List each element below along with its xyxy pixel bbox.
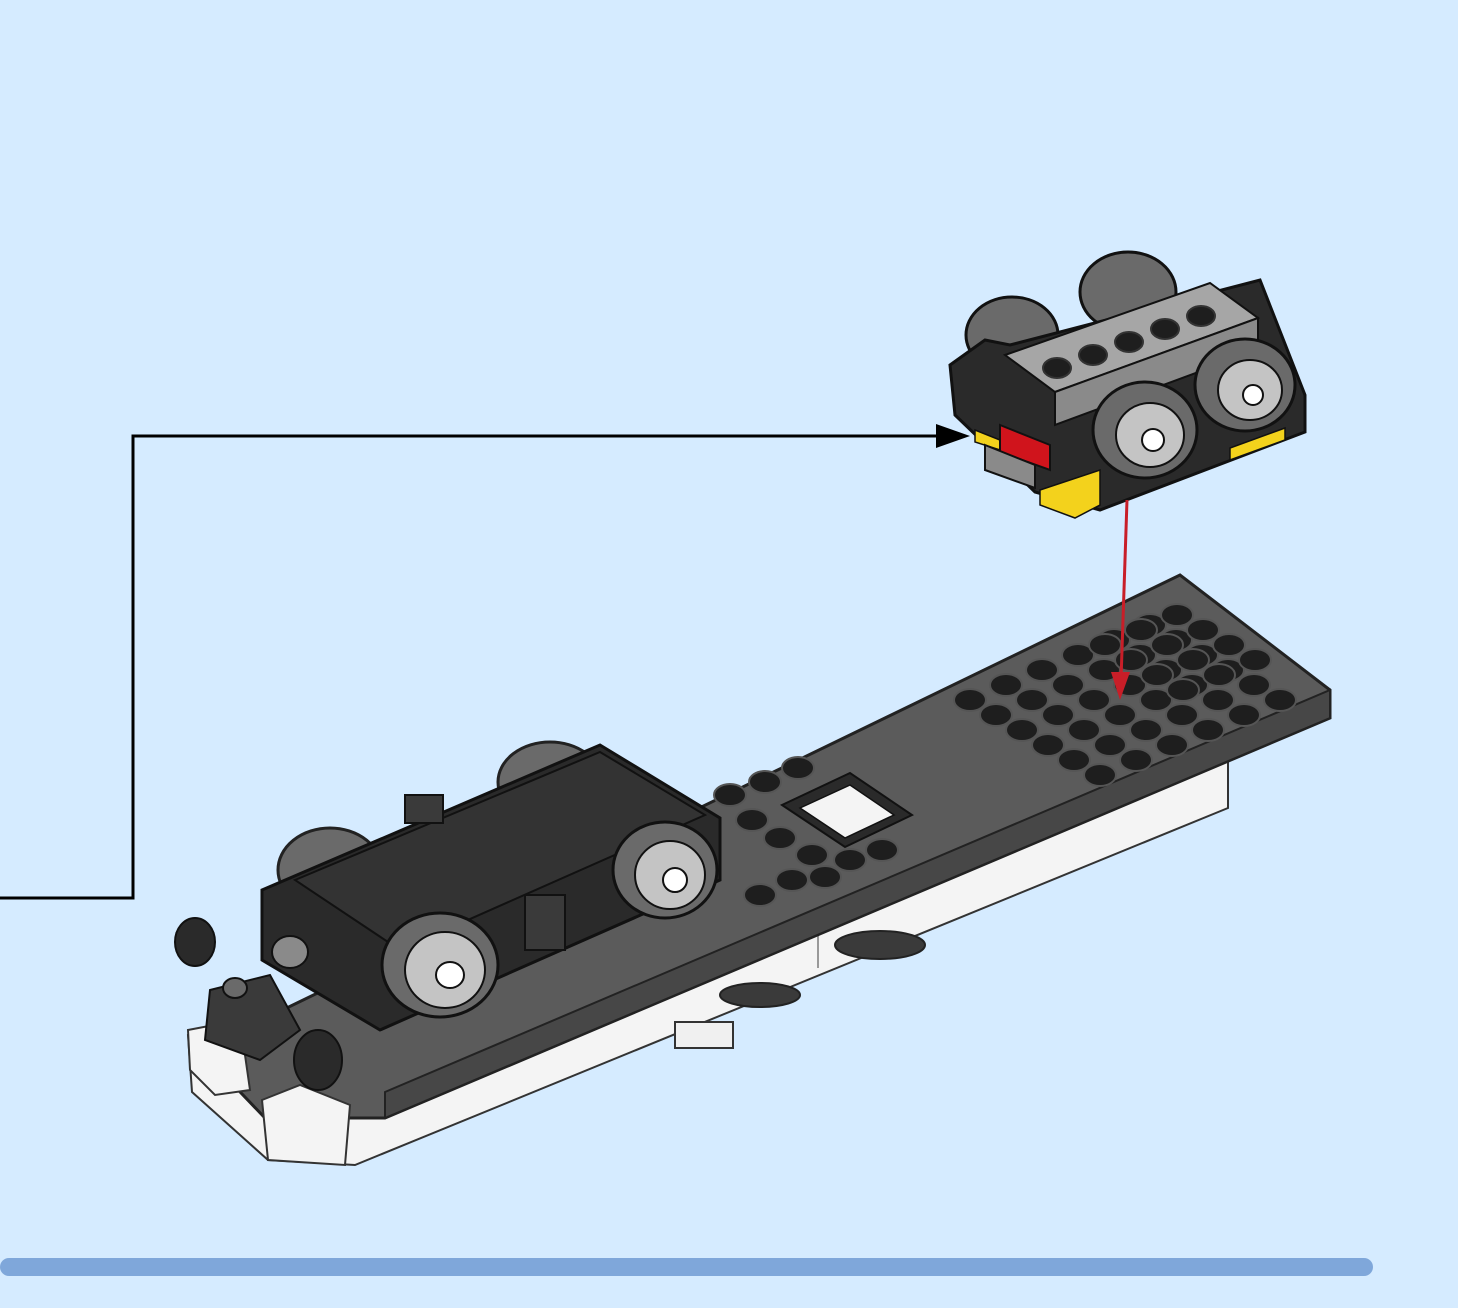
stud-hole: [763, 826, 797, 850]
stud-hole: [1150, 318, 1180, 340]
stud-hole: [1191, 718, 1225, 742]
stud-hole: [1051, 673, 1085, 697]
underside-wheel: [834, 930, 926, 960]
stud-hole: [865, 838, 899, 862]
callout-connector: [0, 424, 970, 900]
stud-hole: [1201, 688, 1235, 712]
wheel: [1193, 337, 1297, 433]
stud-hole: [1119, 748, 1153, 772]
stud-hole: [1088, 633, 1122, 657]
stud-hole: [1042, 357, 1072, 379]
wheel: [611, 820, 719, 920]
stud-hole: [1227, 703, 1261, 727]
underside-connector: [674, 1021, 734, 1049]
stud-hole: [1202, 663, 1236, 687]
yellow-accent: [1229, 426, 1286, 462]
stud-hole: [1015, 688, 1049, 712]
stud-hole: [748, 770, 782, 794]
stud-hole: [1041, 703, 1075, 727]
stud-hole: [795, 843, 829, 867]
stud-hole: [713, 783, 747, 807]
yellow-accent: [1039, 468, 1101, 519]
stud-hole: [953, 688, 987, 712]
stud-hole: [1093, 733, 1127, 757]
stud-hole: [1077, 688, 1111, 712]
stud-hole: [1160, 603, 1194, 627]
stud-hole: [735, 808, 769, 832]
stud-hole: [1083, 763, 1117, 787]
stud-hole: [1057, 748, 1091, 772]
stud-hole: [989, 673, 1023, 697]
stud-hole: [1005, 718, 1039, 742]
stud-hole: [1186, 305, 1216, 327]
stud-hole: [1124, 618, 1158, 642]
stud-hole: [1114, 331, 1144, 353]
stud-hole: [781, 756, 815, 780]
baseplate-edge: [384, 688, 1331, 1120]
stud-hole: [1165, 703, 1199, 727]
brick-studs: [1042, 305, 1216, 379]
stud-hole: [1140, 663, 1174, 687]
stud-hole: [1176, 648, 1210, 672]
underside-wheel: [719, 982, 801, 1008]
stud-hole: [1061, 643, 1095, 667]
stud-hole: [1166, 678, 1200, 702]
stud-hole: [1067, 718, 1101, 742]
stud-hole: [1103, 703, 1137, 727]
stud-hole: [1186, 618, 1220, 642]
gray-tile: [984, 443, 1036, 490]
bogie-subassembly: [948, 250, 1307, 519]
placement-arrow: [1111, 499, 1130, 700]
callout-arrow-head: [936, 424, 970, 448]
stud-hole: [1238, 648, 1272, 672]
wheel: [380, 911, 500, 1019]
stud-hole: [1155, 733, 1189, 757]
page-divider-bar: [0, 1258, 1373, 1276]
plate-stud-holes: [713, 603, 1297, 907]
stud-hole: [1139, 688, 1173, 712]
front-buffers: [174, 917, 343, 1091]
wheel: [1091, 380, 1199, 480]
stud-hole: [1078, 344, 1108, 366]
stud-hole: [1114, 648, 1148, 672]
motor-bogie: [174, 740, 722, 1091]
stud-hole: [833, 848, 867, 872]
stud-hole: [1025, 658, 1059, 682]
chassis-end-white: [260, 1083, 352, 1167]
stud-hole: [743, 883, 777, 907]
bogie-pin: [524, 894, 566, 951]
stud-hole: [1150, 633, 1184, 657]
stud-hole: [1237, 673, 1271, 697]
stud-hole: [1212, 633, 1246, 657]
stud-hole: [1263, 688, 1297, 712]
stud-hole: [1031, 733, 1065, 757]
stud-hole: [775, 868, 809, 892]
stud-hole: [979, 703, 1013, 727]
red-accent: [999, 423, 1051, 472]
stud-hole: [1129, 718, 1163, 742]
stud-hole: [808, 865, 842, 889]
